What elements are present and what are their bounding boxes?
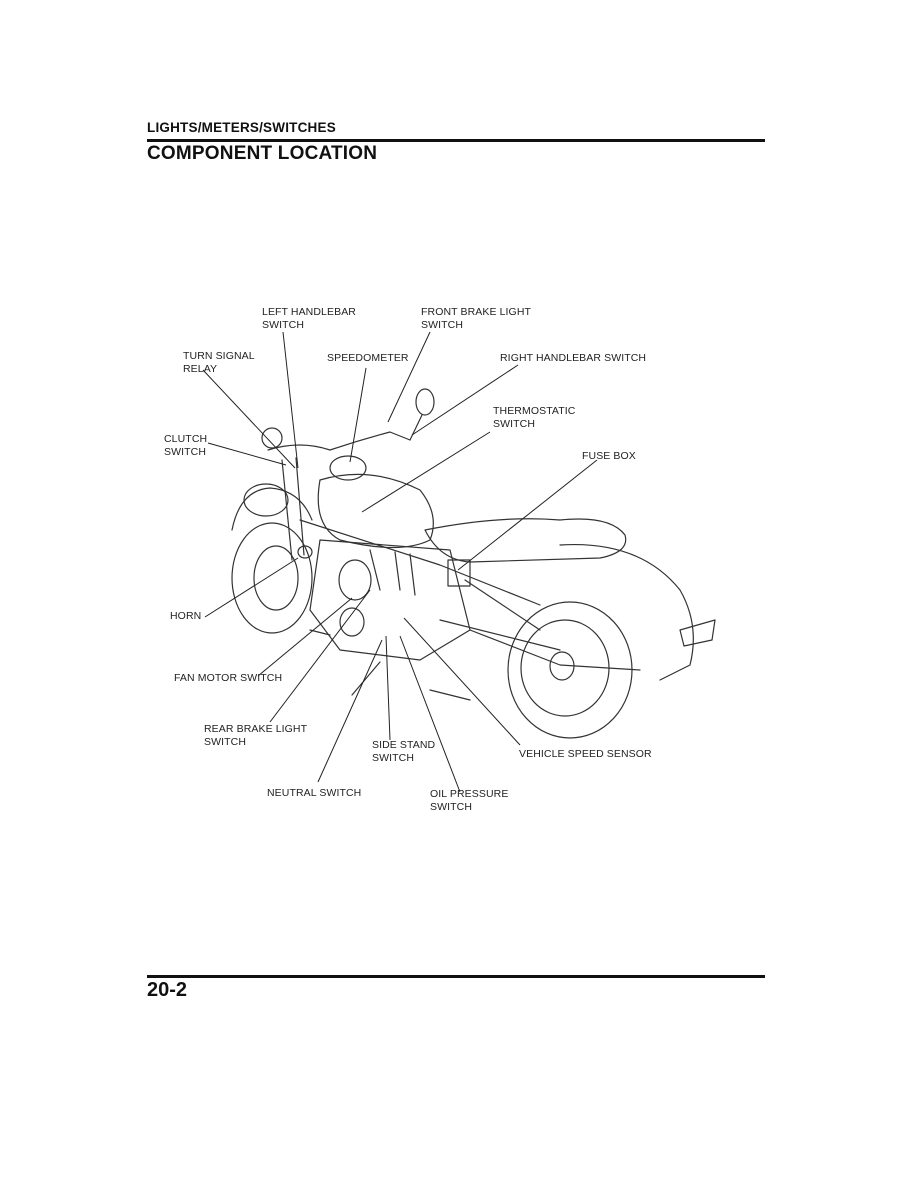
leader-left-handlebar-switch bbox=[282, 331, 299, 469]
footer-rule bbox=[147, 975, 765, 978]
headlight bbox=[243, 483, 289, 517]
label-front-brake-light-switch: FRONT BRAKE LIGHT SWITCH bbox=[421, 306, 532, 331]
seat bbox=[424, 518, 627, 563]
fuse-box bbox=[447, 559, 471, 587]
label-fan-motor-switch: FAN MOTOR SWITCH bbox=[174, 672, 283, 684]
label-left-handlebar-switch: LEFT HANDLEBAR SWITCH bbox=[262, 306, 356, 331]
side-stand bbox=[351, 661, 381, 696]
engine bbox=[309, 539, 471, 661]
label-thermostatic-switch: THERMOSTATIC SWITCH bbox=[493, 405, 576, 430]
label-fuse-box: FUSE BOX bbox=[582, 450, 636, 462]
section-title: LIGHTS/METERS/SWITCHES bbox=[147, 120, 336, 135]
label-side-stand-switch: SIDE STAND SWITCH bbox=[372, 739, 436, 764]
component-location-diagram: LEFT HANDLEBAR SWITCH FRONT BRAKE LIGHT … bbox=[0, 290, 918, 830]
label-right-handlebar-switch: RIGHT HANDLEBAR SWITCH bbox=[500, 352, 647, 364]
swingarm bbox=[469, 629, 641, 671]
left-mirror bbox=[261, 427, 283, 449]
leader-horn bbox=[204, 557, 299, 618]
leader-fan-motor-switch bbox=[257, 597, 353, 677]
front-wheel bbox=[231, 522, 313, 634]
front-fender bbox=[231, 487, 313, 531]
label-speedometer: SPEEDOMETER bbox=[327, 352, 409, 364]
leader-side-stand-switch bbox=[385, 635, 391, 741]
label-oil-pressure-switch: OIL PRESSURE SWITCH bbox=[430, 788, 509, 813]
leader-right-handlebar-switch bbox=[411, 364, 519, 436]
label-turn-signal-relay: TURN SIGNAL RELAY bbox=[183, 350, 255, 375]
rear-fender bbox=[559, 543, 694, 681]
label-rear-brake-light-switch: REAR BRAKE LIGHT SWITCH bbox=[204, 723, 308, 748]
header-rule bbox=[147, 139, 765, 142]
leader-lines bbox=[202, 331, 598, 793]
leader-vehicle-speed-sensor bbox=[403, 617, 521, 746]
rear-wheel bbox=[507, 601, 633, 739]
leader-neutral-switch bbox=[317, 639, 383, 783]
tail-light bbox=[679, 619, 716, 647]
leader-oil-pressure-switch bbox=[399, 635, 461, 793]
leader-clutch-switch bbox=[207, 442, 287, 466]
page-number: 20-2 bbox=[147, 979, 188, 1001]
label-vehicle-speed-sensor: VEHICLE SPEED SENSOR bbox=[519, 748, 652, 760]
fuel-tank bbox=[317, 473, 434, 549]
right-mirror bbox=[415, 388, 435, 416]
leader-rear-brake-light-switch bbox=[269, 589, 371, 723]
leader-speedometer bbox=[349, 367, 367, 463]
leader-front-brake-light-switch bbox=[387, 331, 431, 423]
leader-fuse-box bbox=[457, 459, 598, 571]
page-title: COMPONENT LOCATION bbox=[147, 143, 378, 164]
footpeg bbox=[309, 629, 471, 701]
leader-turn-signal-relay bbox=[202, 369, 296, 469]
front-fork bbox=[281, 457, 305, 561]
label-neutral-switch: NEUTRAL SWITCH bbox=[267, 787, 362, 799]
leader-thermostatic-switch bbox=[361, 431, 491, 513]
label-clutch-switch: CLUTCH SWITCH bbox=[164, 433, 208, 458]
motorcycle-illustration bbox=[202, 331, 716, 793]
frame bbox=[299, 519, 561, 651]
handlebar bbox=[267, 431, 411, 451]
label-horn: HORN bbox=[170, 610, 202, 622]
horn bbox=[297, 545, 313, 559]
speedometer-gauge bbox=[329, 455, 367, 481]
